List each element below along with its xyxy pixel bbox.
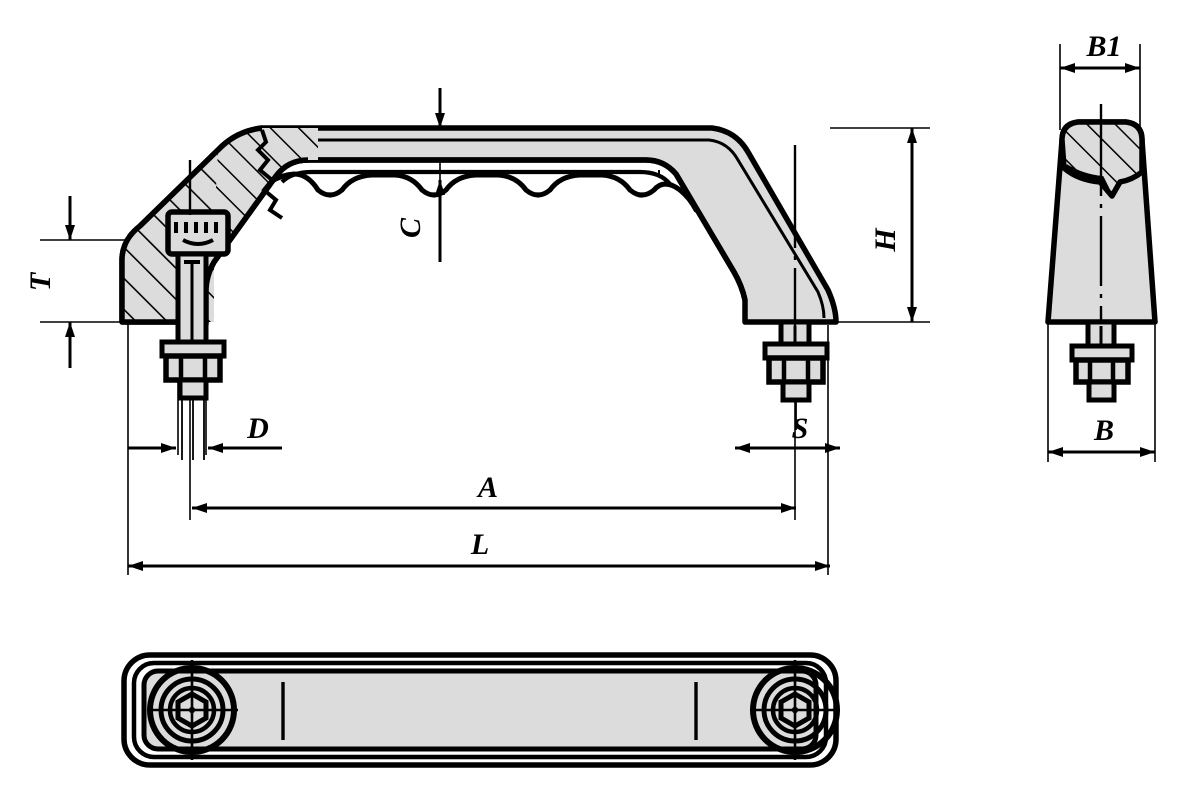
nut-facet-lines — [178, 357, 208, 379]
plan-inner-body — [141, 668, 819, 752]
dim-C-label: C — [394, 217, 427, 238]
dim-A-label: A — [476, 471, 498, 504]
screw-nut-right — [766, 355, 826, 385]
dimension-H: H — [869, 128, 917, 322]
dimension-T: T — [24, 196, 75, 368]
mounting-screw-right — [762, 319, 830, 430]
mounting-screw-left — [159, 209, 231, 460]
dim-T-label: T — [24, 271, 57, 291]
screw-thread-tail-right — [780, 379, 812, 403]
plan-bolt-left-crosshair — [148, 660, 238, 760]
dimension-B1: B1 — [1060, 30, 1140, 73]
side-screw-thread-tail — [1086, 379, 1117, 403]
dim-B1-label: B1 — [1085, 30, 1121, 63]
dimension-S: S — [735, 412, 840, 453]
side-nut-facets — [1087, 361, 1116, 381]
front-elevation-section-view: H C T D S A — [24, 88, 930, 575]
side-extension-lines — [1047, 44, 1156, 462]
bottom-plan-view — [121, 652, 840, 768]
nut-facet-lines-right — [781, 359, 811, 381]
side-elevation-section-view: B1 B — [1045, 30, 1158, 462]
dim-S-label: S — [792, 412, 809, 445]
dimension-L: L — [128, 528, 830, 571]
dimension-B: B — [1048, 414, 1155, 457]
left-shoulder-section-hatch — [206, 128, 318, 322]
dimension-D: D — [128, 412, 282, 453]
dim-L-label: L — [470, 528, 489, 561]
plan-bolt-right-crosshair — [750, 660, 840, 760]
hex-socket-marks — [174, 222, 218, 246]
side-screw-nut — [1073, 357, 1131, 385]
dimension-C: C — [394, 88, 445, 262]
dim-B-label: B — [1093, 414, 1114, 447]
dim-D-label: D — [246, 412, 269, 445]
dim-H-label: H — [869, 227, 902, 253]
plan-internal-ticks — [281, 682, 698, 740]
shoulder-break-line — [255, 129, 284, 220]
scallop-waves — [253, 171, 699, 213]
plan-bolt-right — [750, 660, 840, 760]
screw-thread-tail — [177, 377, 209, 401]
dimension-A: A — [192, 471, 796, 513]
plan-bolt-left — [147, 660, 238, 760]
screw-tail-lines — [181, 398, 205, 460]
mounting-screw-side — [1069, 319, 1135, 403]
screw-nut — [163, 353, 223, 383]
